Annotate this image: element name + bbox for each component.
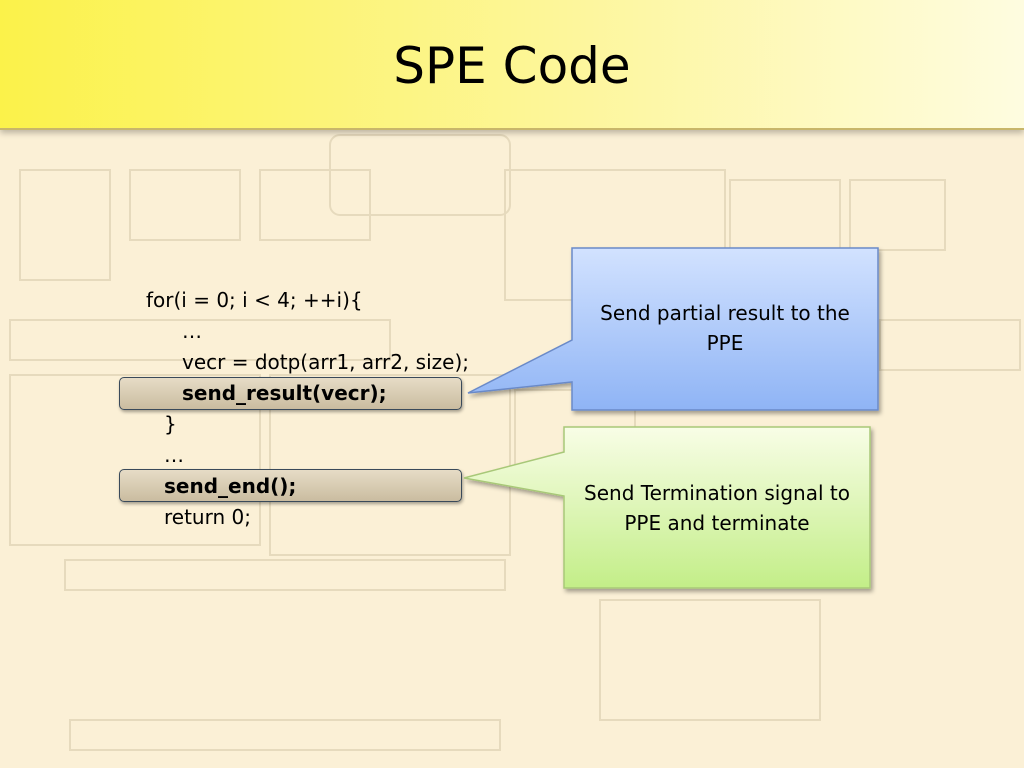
callout-termination-text: Send Termination signal to PPE and termi… <box>584 481 850 535</box>
code-line-for: for(i = 0; i < 4; ++i){ <box>146 288 363 312</box>
highlight-send-result <box>119 377 462 410</box>
callout-partial-result-text: Send partial result to the PPE <box>600 301 850 355</box>
callout-termination-box <box>463 426 871 589</box>
code-line-vecr: vecr = dotp(arr1, arr2, size); <box>182 350 470 374</box>
highlight-send-end <box>119 469 462 502</box>
callout-partial-result-box <box>467 247 879 411</box>
slide-title: SPE Code <box>393 37 631 95</box>
code-line-ellipsis-1: … <box>182 319 202 343</box>
code-line-send-result: send_result(vecr); <box>182 381 387 405</box>
code-line-return: return 0; <box>164 505 251 529</box>
code-line-send-end: send_end(); <box>164 474 297 498</box>
code-line-close-brace: } <box>164 412 177 436</box>
title-bar: SPE Code <box>0 0 1024 130</box>
code-line-ellipsis-2: … <box>164 443 184 467</box>
